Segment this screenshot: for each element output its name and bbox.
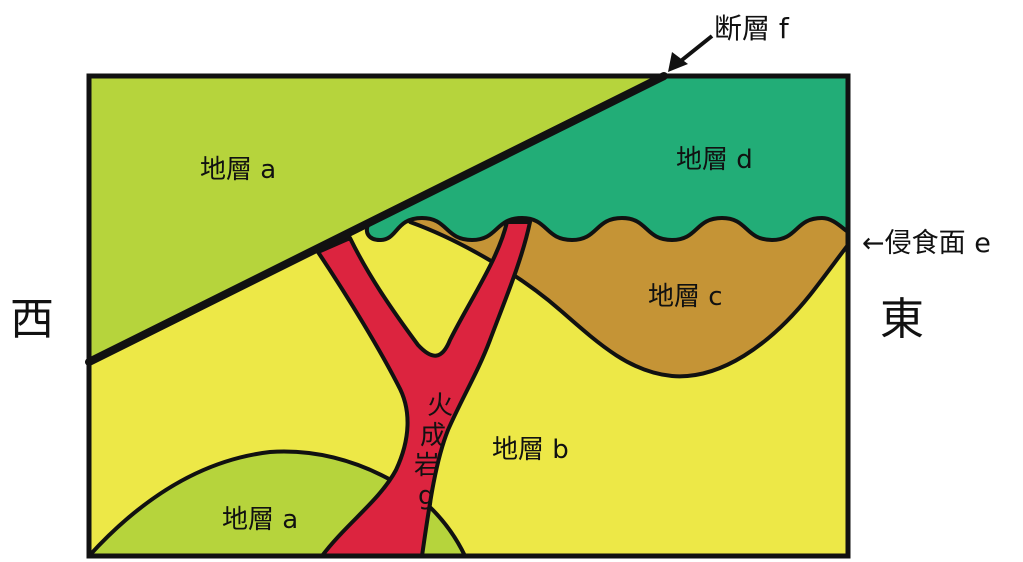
layer-c-label: 地層 c	[648, 282, 723, 312]
igneous-label-char-1: 火	[427, 391, 453, 421]
west-label: 西	[10, 294, 54, 345]
igneous-label-char-2: 成	[420, 421, 446, 451]
east-label: 東	[880, 294, 924, 345]
layer-d-label: 地層 d	[676, 145, 753, 175]
igneous-label-char-4: g	[418, 481, 435, 511]
layer-a-top-label: 地層 a	[200, 155, 276, 185]
layer-a-bottom-label: 地層 a	[222, 505, 298, 535]
igneous-label-char-3: 岩	[414, 451, 440, 481]
erosion-surface-label: ←侵食面 e	[862, 228, 991, 259]
fault-pointer-arrowhead	[668, 52, 688, 72]
fault-pointer-arrow	[682, 36, 712, 60]
layer-b-label: 地層 b	[492, 435, 569, 465]
fault-label: 断層 f	[714, 12, 790, 45]
